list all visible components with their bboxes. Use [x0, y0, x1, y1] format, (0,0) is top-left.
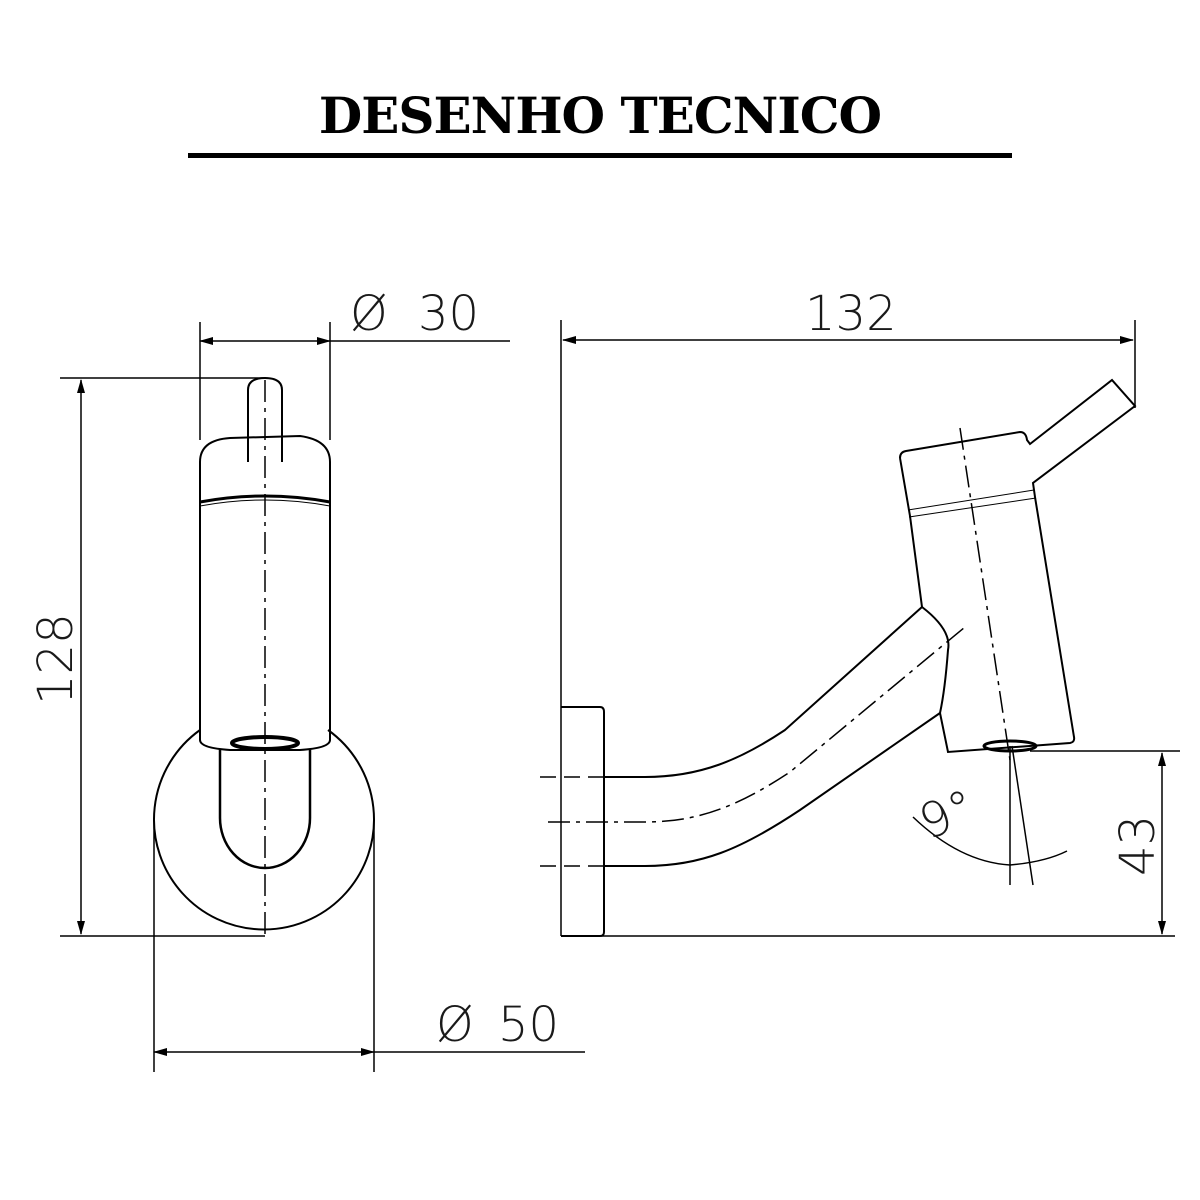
diameter-30-label: 30 — [418, 286, 479, 342]
body-outline — [899, 378, 1137, 754]
height-43-label: 43 — [1110, 815, 1166, 876]
drawing-title: DESENHO TECNICO — [318, 86, 882, 145]
height-128-label: 128 — [28, 613, 84, 705]
diameter-50-label: 50 — [498, 997, 559, 1053]
diameter-30-symbol: Ø — [350, 286, 388, 342]
title-underline — [188, 153, 1012, 158]
flange-circle — [153, 729, 375, 931]
side-view — [540, 320, 1180, 937]
body-outline — [199, 434, 331, 751]
angle-9-label: 9° — [912, 779, 984, 851]
length-132-label: 132 — [805, 286, 897, 342]
diameter-50-symbol: Ø — [436, 997, 474, 1053]
front-view — [60, 322, 585, 1072]
